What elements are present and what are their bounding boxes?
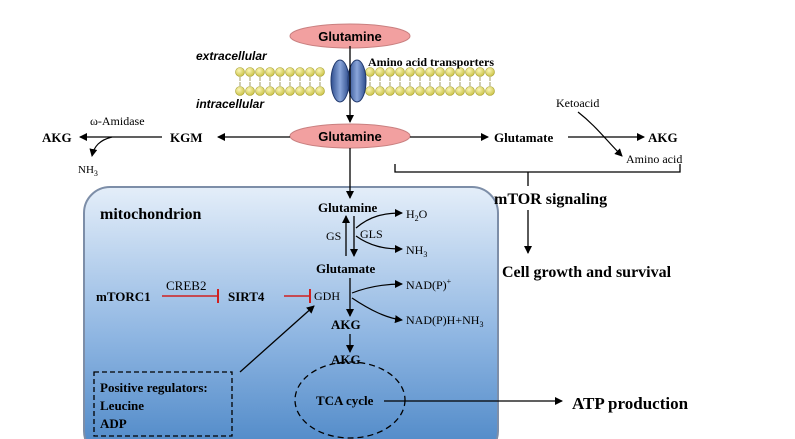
membrane-bead <box>375 67 385 77</box>
membrane-bead <box>265 67 275 77</box>
membrane-bead <box>255 67 265 77</box>
membrane-bead <box>415 67 425 77</box>
arrow-to-nadph <box>351 297 403 324</box>
gls-label: GLS <box>360 227 383 241</box>
gs-label: GS <box>326 229 341 243</box>
ketoacid-label: Ketoacid <box>556 96 599 110</box>
membrane-bead <box>235 67 245 77</box>
nadph-label: NAD(P)H+NH3 <box>406 313 483 329</box>
membrane-bead <box>445 86 455 96</box>
membrane-bead <box>265 86 275 96</box>
membrane-bead <box>235 86 245 96</box>
membrane-bead <box>315 67 325 77</box>
membrane-bead <box>445 67 455 77</box>
leucine-label: Leucine <box>100 398 144 413</box>
mitochondrion-compartment <box>83 186 499 439</box>
membrane-bead <box>475 86 485 96</box>
extracellular-label: extracellular <box>196 49 268 63</box>
membrane-bead <box>435 86 445 96</box>
membrane-bead <box>365 86 375 96</box>
glutamate-right-label: Glutamate <box>494 130 553 145</box>
membrane-bead <box>275 67 285 77</box>
membrane-bead <box>465 86 475 96</box>
tca-cycle-label: TCA cycle <box>316 393 374 408</box>
tca-cycle-circle <box>294 361 406 439</box>
membrane-bead <box>455 67 465 77</box>
membrane-bead <box>475 67 485 77</box>
akg-left-label: AKG <box>42 130 72 145</box>
membrane-bead <box>455 86 465 96</box>
akg-right-label: AKG <box>648 130 678 145</box>
membrane-bead <box>395 67 405 77</box>
adp-label: ADP <box>100 416 127 431</box>
sirt4-label: SIRT4 <box>228 289 265 304</box>
membrane-bead <box>255 86 265 96</box>
membrane-bead <box>385 67 395 77</box>
membrane-bead <box>285 67 295 77</box>
kgm-label: KGM <box>170 130 203 145</box>
amino-acid-transporter <box>330 59 367 103</box>
membrane-bead <box>305 67 315 77</box>
arrow-to-nh3-left <box>89 136 113 157</box>
membrane-bead <box>305 86 315 96</box>
gdh-label: GDH <box>314 289 340 303</box>
positive-regulators-label: Positive regulators: <box>100 380 208 395</box>
arrow-regulators-to-gdh <box>239 305 315 373</box>
amino-acid-label: Amino acid <box>626 152 682 166</box>
membrane-bead <box>435 67 445 77</box>
membrane-bead <box>245 86 255 96</box>
akg-mito-label: AKG <box>331 317 361 332</box>
membrane-bead <box>485 86 495 96</box>
mitochondrion-label: mitochondrion <box>100 206 201 223</box>
creb2-label: CREB2 <box>166 278 206 293</box>
membrane-bead <box>275 86 285 96</box>
intracellular-label: intracellular <box>196 97 265 111</box>
transporters-label: Amino acid transporters <box>368 55 494 69</box>
cell-growth-label: Cell growth and survival <box>502 264 672 281</box>
membrane-bead <box>285 86 295 96</box>
arrow-ketoacid-to-amino-acid <box>577 111 623 157</box>
membrane-bead <box>425 67 435 77</box>
arrow-to-h2o <box>355 209 403 229</box>
glutamine-mito-label: Glutamine <box>318 200 377 215</box>
positive-regulators-box <box>93 371 233 437</box>
cell-membrane <box>235 67 495 96</box>
membrane-bead <box>245 67 255 77</box>
mtor-signaling-label: mTOR signaling <box>494 191 607 208</box>
membrane-bead <box>465 67 475 77</box>
mtor-bracket <box>394 164 681 173</box>
glutamine-intracellular-label: Glutamine <box>318 129 382 144</box>
h2o-label: H2O <box>406 207 428 223</box>
membrane-bead <box>385 86 395 96</box>
nh3-mito-label: NH3 <box>406 243 427 259</box>
membrane-bead <box>485 67 495 77</box>
membrane-bead <box>405 86 415 96</box>
atp-production-label: ATP production <box>572 394 689 413</box>
glutamine-extracellular-label: Glutamine <box>318 29 382 44</box>
arrow-to-nh3-mito <box>355 235 403 253</box>
omega-amidase-label: ω-Amidase <box>90 114 145 128</box>
membrane-bead <box>415 86 425 96</box>
membrane-bead <box>395 86 405 96</box>
mtorc1-label: mTORC1 <box>96 289 151 304</box>
akg-tca-label: AKG <box>331 352 361 367</box>
arrow-to-nadp <box>351 280 403 294</box>
nh3-left-label: NH3 <box>78 164 98 178</box>
membrane-bead <box>425 86 435 96</box>
membrane-bead <box>295 86 305 96</box>
membrane-bead <box>295 67 305 77</box>
membrane-bead <box>405 67 415 77</box>
nadp-plus-label: NAD(P)+ <box>406 277 452 292</box>
membrane-bead <box>315 86 325 96</box>
membrane-bead <box>375 86 385 96</box>
glutamate-mito-label: Glutamate <box>316 261 375 276</box>
